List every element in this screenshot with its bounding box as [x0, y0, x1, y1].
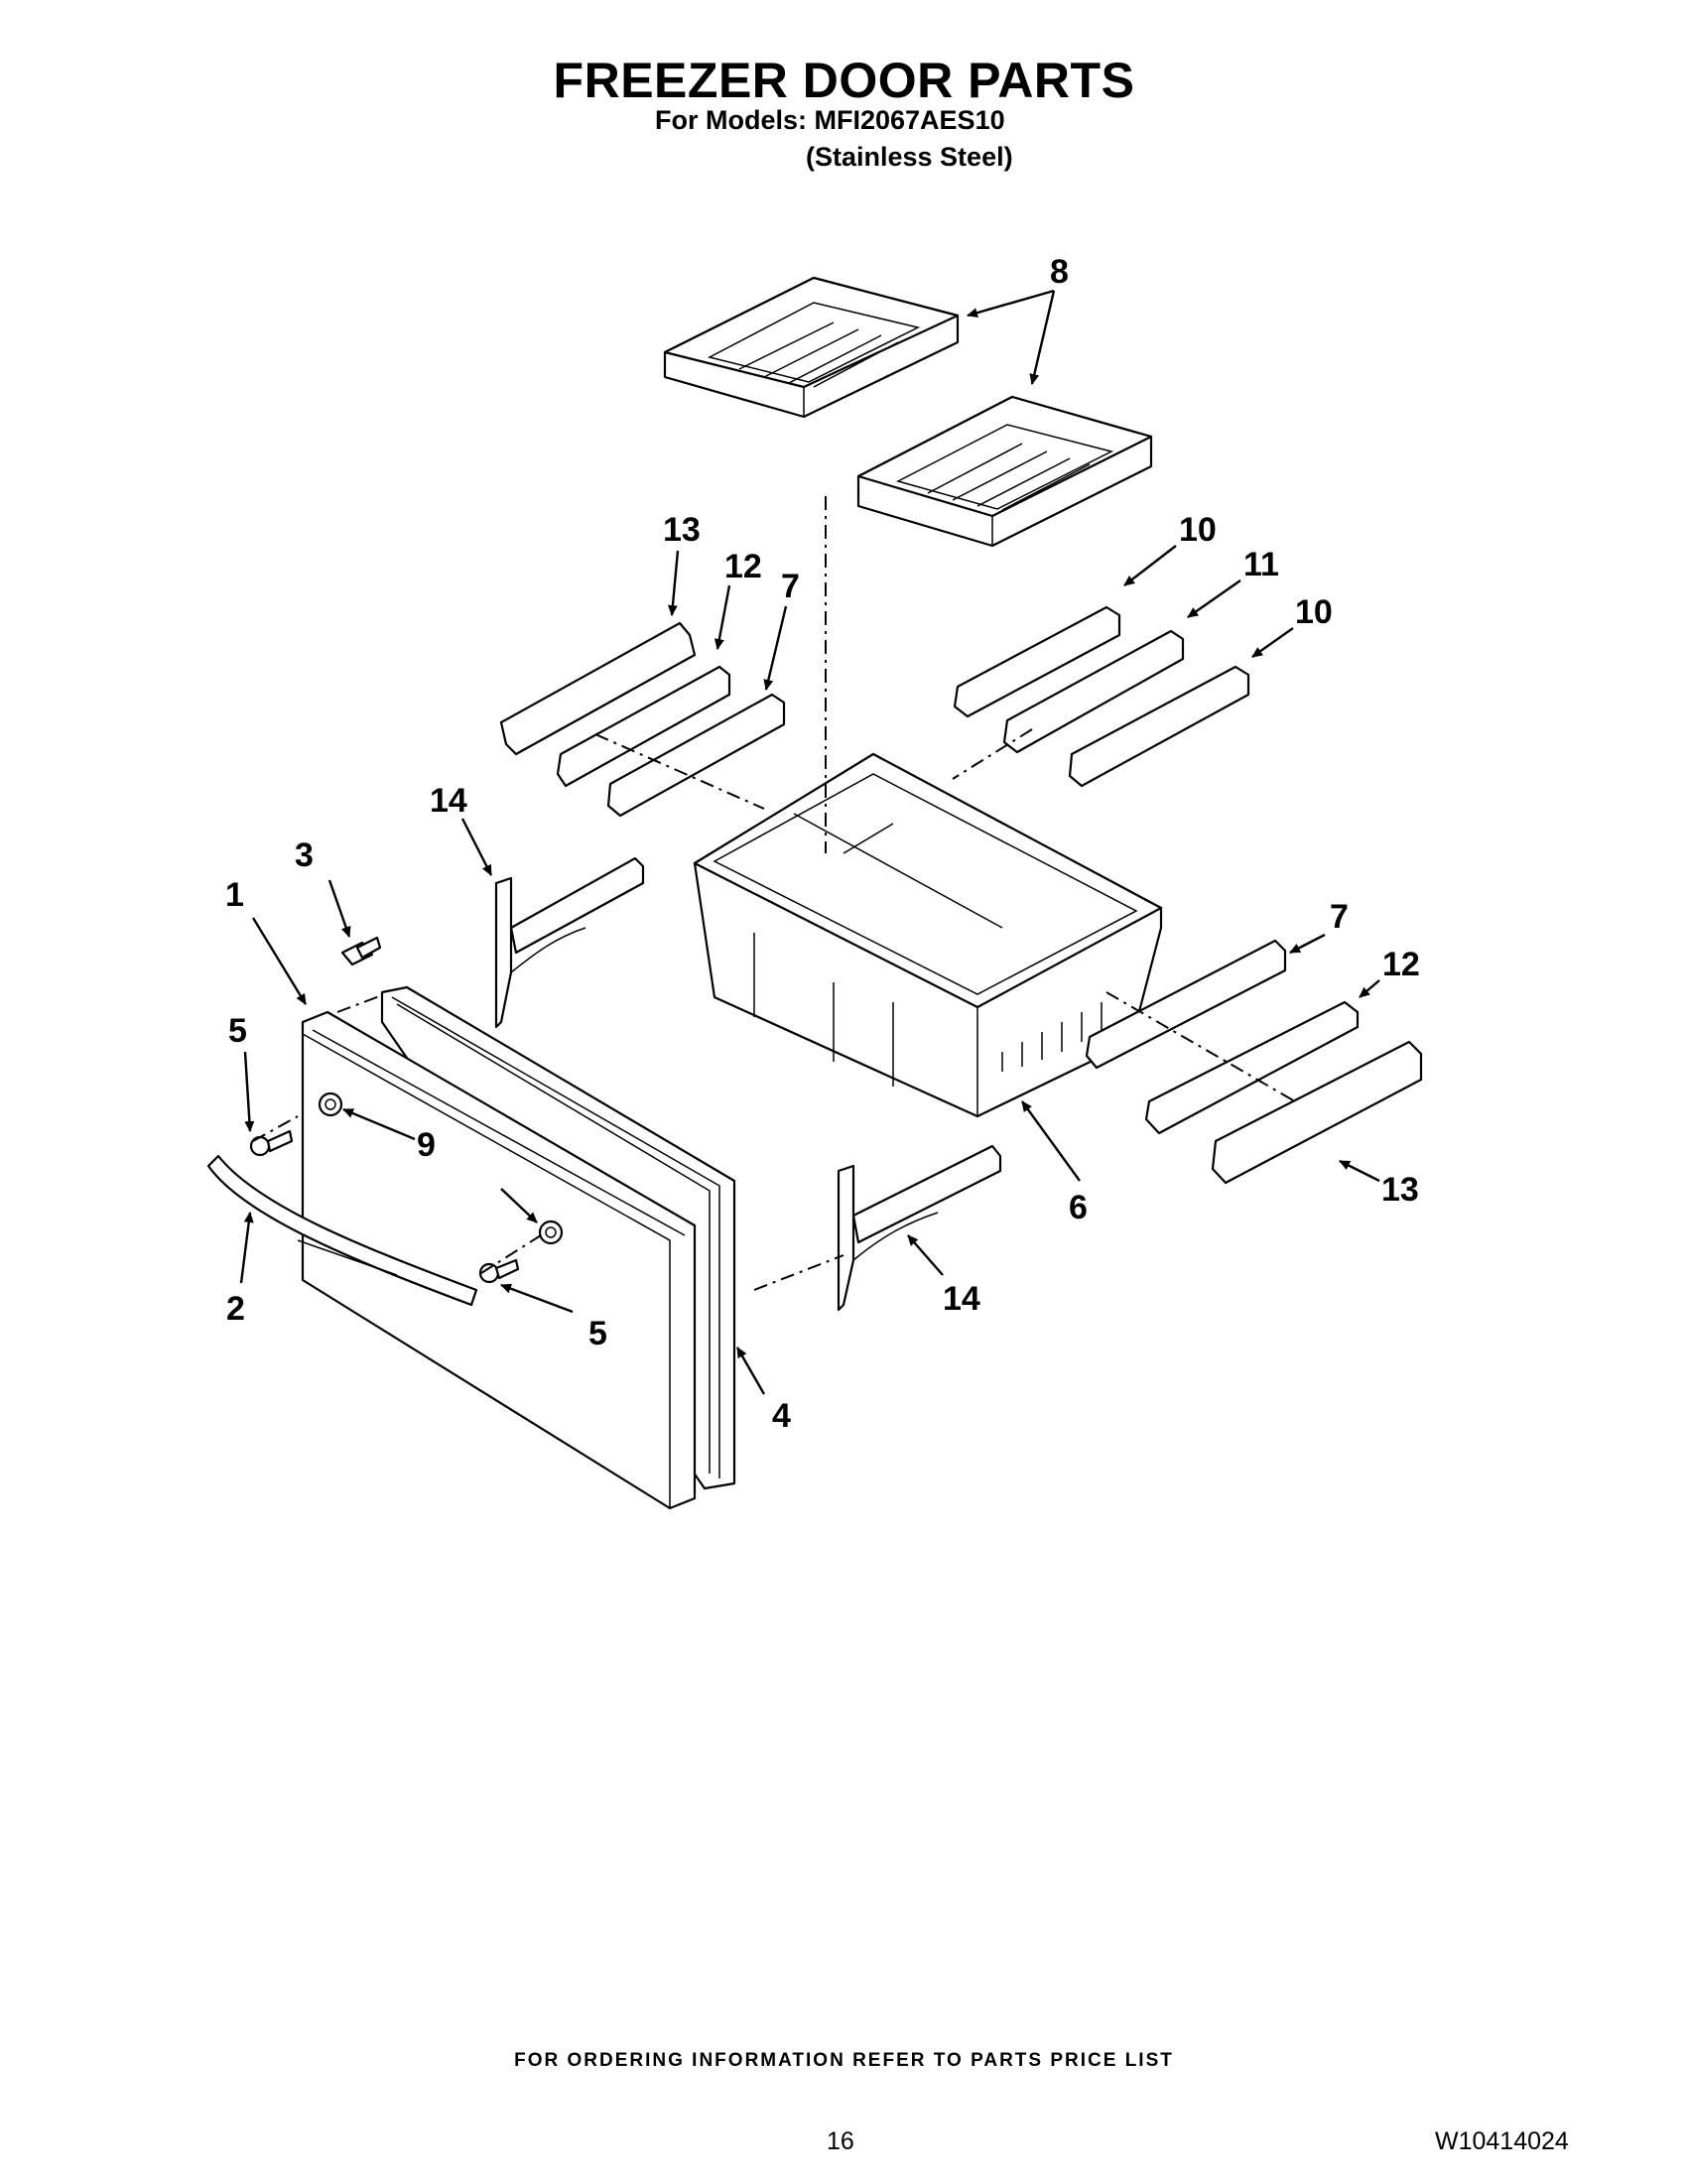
callout-7-right: 7: [1330, 898, 1349, 936]
slide-cover-13-left: [499, 621, 697, 756]
screw-5-upper: [249, 1129, 294, 1157]
callout-5-upper: 5: [228, 1012, 247, 1050]
callout-13-left: 13: [663, 511, 701, 549]
alignment-line-screw-lower: [480, 1234, 542, 1274]
door-handle: [206, 1154, 478, 1307]
alignment-line-screw-upper: [252, 1115, 299, 1142]
callout-8: 8: [1050, 253, 1069, 291]
bracket-14-lower: [837, 1144, 1002, 1312]
callout-11: 11: [1243, 546, 1279, 583]
ordering-note: FOR ORDERING INFORMATION REFER TO PARTS …: [514, 2050, 1174, 2071]
callout-12-left: 12: [724, 548, 762, 585]
callout-10-lower: 10: [1295, 593, 1333, 631]
callout-10-upper: 10: [1179, 511, 1217, 549]
screw-5-lower: [478, 1258, 520, 1284]
slide-rail-12-left: [556, 665, 731, 788]
document-number: W10414024: [1435, 2127, 1569, 2155]
slide-7-left: [606, 693, 786, 818]
alignment-line-left-slides: [594, 733, 765, 810]
grommet-9-lower: [538, 1220, 564, 1245]
leader-arrows: [239, 289, 1380, 1395]
upper-basket-right: [856, 395, 1153, 548]
callout-6: 6: [1069, 1189, 1088, 1226]
alignment-line-right-slides: [952, 728, 1033, 780]
callout-13-right: 13: [1381, 1171, 1419, 1209]
callout-3: 3: [295, 836, 314, 874]
grommet-9-upper: [318, 1092, 343, 1117]
callout-9: 9: [417, 1126, 436, 1164]
callout-4: 4: [772, 1397, 791, 1435]
door-panel: [301, 1010, 697, 1510]
slide-7-right: [1085, 939, 1287, 1070]
slide-cover-13-right: [1211, 1040, 1423, 1185]
callout-12-right: 12: [1382, 946, 1420, 983]
alignment-line-bracket: [753, 1254, 844, 1291]
slide-10-upper: [953, 605, 1121, 718]
page-number: 16: [827, 2127, 854, 2155]
bracket-14-upper: [494, 856, 645, 1029]
slide-10-lower: [1068, 665, 1250, 788]
callout-1: 1: [225, 876, 244, 914]
slide-rail-12-right: [1144, 1000, 1360, 1135]
slide-rail-11: [1002, 629, 1185, 754]
freezer-basket: [693, 752, 1163, 1118]
callout-7-left: 7: [781, 568, 800, 605]
alignment-line-door: [336, 994, 383, 1013]
finish-line: (Stainless Steel): [806, 142, 1013, 172]
callout-5-lower: 5: [588, 1315, 607, 1352]
callout-2: 2: [226, 1290, 245, 1328]
screw-3: [340, 936, 382, 966]
page-title: FREEZER DOOR PARTS: [553, 53, 1135, 108]
models-line: For Models: MFI2067AES10: [655, 105, 1005, 135]
callout-14-upper: 14: [430, 782, 467, 820]
callout-14-lower: 14: [943, 1280, 980, 1318]
upper-basket-left: [663, 276, 960, 419]
alignment-line-lower-slides: [1105, 991, 1296, 1102]
